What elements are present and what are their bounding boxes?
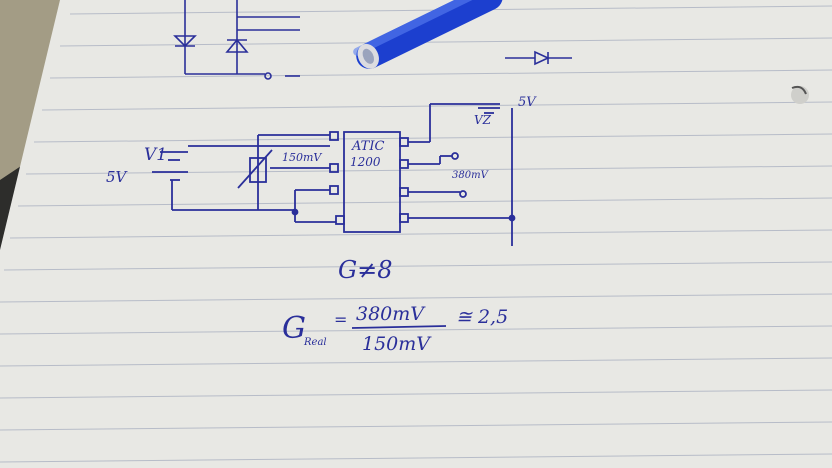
pot-voltage-label: 150mV bbox=[282, 151, 322, 164]
fraction-bar bbox=[351, 325, 447, 329]
equals-sign: = bbox=[334, 310, 347, 329]
output-voltage-label: 380mV bbox=[452, 170, 490, 181]
source-voltage: 5V bbox=[106, 168, 129, 186]
main-circuit bbox=[152, 103, 516, 246]
approx-result: ≅ 2,5 bbox=[456, 306, 508, 328]
fraction-numerator: 380mV bbox=[356, 303, 426, 325]
chip-number: 1200 bbox=[350, 155, 381, 169]
source-label: V1 bbox=[144, 145, 167, 165]
g-real-symbol: G bbox=[282, 311, 306, 346]
chip-name: ATIC bbox=[351, 139, 384, 154]
fraction-denominator: 150mV bbox=[362, 333, 432, 355]
zener-label: VZ bbox=[474, 113, 492, 127]
binder-hole bbox=[791, 86, 809, 104]
supply-voltage-label: 5V bbox=[518, 95, 537, 110]
g-real-subscript: Real bbox=[303, 337, 327, 348]
binder-hole-shadow bbox=[791, 85, 807, 95]
gain-label: G≠8 bbox=[338, 256, 393, 284]
blue-pen bbox=[353, 0, 503, 69]
top-circuit-sketch bbox=[173, 0, 572, 80]
